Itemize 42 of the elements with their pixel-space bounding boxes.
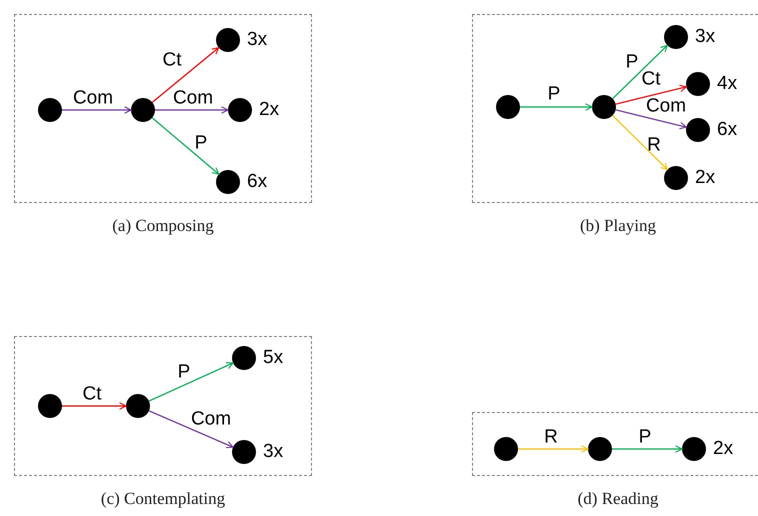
arrow — [520, 103, 593, 111]
panel-caption: (d) Reading — [578, 488, 658, 510]
edge-label: Com — [190, 410, 232, 428]
count-label: 6x — [717, 120, 738, 139]
edge-label: P — [548, 84, 560, 104]
panel-caption: (a) Composing — [112, 215, 214, 237]
panel-caption: (c) Contemplating — [100, 488, 226, 510]
count-label: 3x — [247, 30, 268, 49]
edge-label: R — [647, 136, 661, 154]
edge-label: Ct — [162, 50, 182, 70]
arrow — [148, 362, 234, 402]
arrow — [62, 402, 127, 410]
arrow — [148, 410, 234, 448]
arrow — [616, 109, 687, 130]
count-label: 2x — [259, 100, 280, 119]
edge-label: Ct — [642, 70, 660, 88]
count-label: 4x — [717, 74, 738, 93]
arrow — [612, 115, 668, 170]
arrow — [62, 106, 132, 114]
edge-label: Com — [172, 88, 214, 108]
count-label: 6x — [247, 172, 268, 191]
arrow — [612, 445, 683, 453]
edge-label: P — [638, 428, 652, 446]
count-label: 2x — [713, 439, 734, 458]
edge-label: P — [194, 134, 208, 152]
count-label: 3x — [695, 27, 716, 46]
edge-label: P — [626, 52, 638, 72]
arrow — [155, 106, 229, 114]
count-label: 5x — [263, 348, 284, 367]
arrow — [612, 44, 668, 100]
edge-label: Ct — [82, 384, 102, 404]
count-label: 3x — [263, 442, 284, 461]
edge-label: Com — [72, 88, 114, 108]
edge-label: P — [178, 362, 190, 382]
edge-label: Com — [646, 96, 686, 116]
arrow — [616, 84, 687, 105]
count-label: 2x — [695, 168, 716, 187]
edge-label: R — [544, 428, 558, 446]
arrow — [152, 47, 220, 103]
arrow — [152, 117, 220, 175]
arrow — [518, 445, 589, 453]
panel-caption: (b) Playing — [580, 215, 656, 237]
